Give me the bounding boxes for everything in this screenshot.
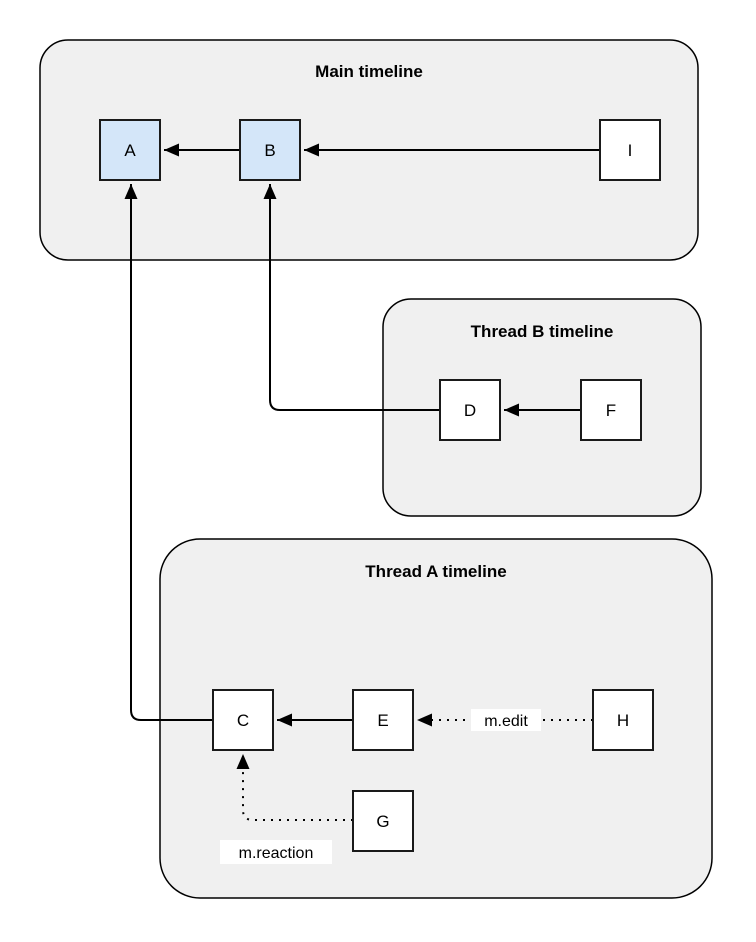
node-e-label: E	[377, 711, 388, 730]
node-g: G	[352, 790, 414, 852]
node-a: A	[99, 119, 161, 181]
node-e: E	[352, 689, 414, 751]
node-f: F	[580, 379, 642, 441]
node-d: D	[439, 379, 501, 441]
node-c: C	[212, 689, 274, 751]
node-c-label: C	[237, 711, 249, 730]
node-d-label: D	[464, 401, 476, 420]
edge-label-m-reaction-text: m.reaction	[239, 845, 314, 862]
node-i-label: I	[628, 141, 633, 160]
edge-label-m-edit-text: m.edit	[484, 713, 528, 730]
node-d-box	[439, 379, 501, 441]
node-c-box	[212, 689, 274, 751]
edge-d-to-b	[263, 184, 440, 411]
node-i-box	[599, 119, 661, 181]
node-f-label: F	[606, 401, 616, 420]
edge-label-m-edit-background	[471, 709, 541, 731]
node-h: H	[592, 689, 654, 751]
node-h-box	[592, 689, 654, 751]
thread-a-timeline-title: Thread A timeline	[365, 562, 506, 581]
edge-label-m-reaction-background	[220, 840, 332, 864]
node-g-label: G	[376, 812, 389, 831]
node-b-box	[239, 119, 301, 181]
node-g-box	[352, 790, 414, 852]
thread-a-timeline-container	[159, 538, 713, 899]
node-a-box	[99, 119, 161, 181]
edge-label-m-edit: m.edit	[471, 709, 541, 731]
node-h-label: H	[617, 711, 629, 730]
node-i: I	[599, 119, 661, 181]
node-a-label: A	[124, 141, 136, 160]
edge-c-to-a	[124, 184, 213, 721]
node-b-label: B	[264, 141, 275, 160]
node-f-box	[580, 379, 642, 441]
edge-label-m-reaction: m.reaction	[220, 840, 332, 864]
node-b: B	[239, 119, 301, 181]
main-timeline-title: Main timeline	[315, 62, 423, 81]
thread-b-timeline-container	[382, 298, 702, 517]
thread-b-timeline-title: Thread B timeline	[471, 322, 614, 341]
node-e-box	[352, 689, 414, 751]
